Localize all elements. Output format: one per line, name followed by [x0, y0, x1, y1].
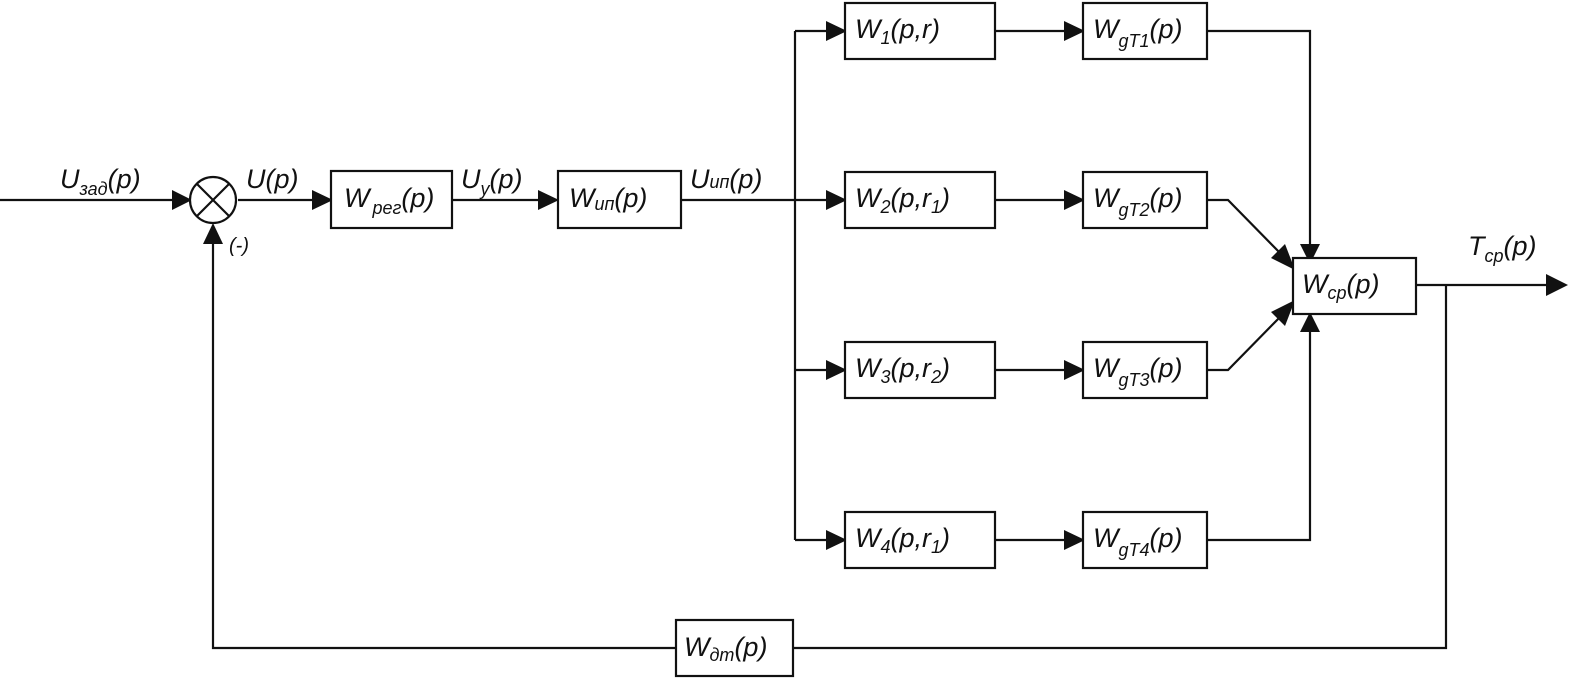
arrow-wg2 [1064, 190, 1085, 210]
wg1-block [1081, 1, 1209, 61]
error-signal-label: U(p) [246, 164, 299, 194]
arrow-error [312, 190, 333, 210]
merge-wire-1 [1207, 29, 1312, 250]
regulator-block [329, 169, 454, 230]
sensor-block [674, 618, 795, 678]
arrow-merge-1 [1300, 244, 1320, 264]
source-out-signal-label: Uип(p) [690, 164, 762, 194]
w1-block [843, 1, 997, 61]
output-signal-label: Tcp(p) [1468, 231, 1537, 266]
wg1-label: WgT1(p) [1093, 14, 1183, 51]
merge-wire-2 [1207, 198, 1284, 257]
arrow-merge-4 [1300, 312, 1320, 332]
feedback-sign-label: (-) [229, 235, 249, 257]
arrow-w2 [826, 190, 847, 210]
w3-block [843, 340, 997, 400]
wg2-label: WgT2(p) [1093, 183, 1183, 220]
arrow-w3 [826, 360, 847, 380]
w4-block [843, 510, 997, 570]
mix-label: Wcp(p) [1302, 269, 1380, 303]
arrow-wg1 [1064, 21, 1085, 41]
arrow-output [1546, 274, 1568, 296]
arrow-w4 [826, 530, 847, 550]
source-block [556, 169, 683, 230]
arrow-merge-3 [1271, 300, 1295, 326]
w2-block [843, 170, 997, 230]
arrow-input [172, 190, 192, 210]
wg4-label: WgT4(p) [1093, 523, 1183, 560]
control-signal-label: Uy(p) [461, 164, 523, 199]
source-label: Wип(p) [569, 183, 647, 214]
merge-wire-4 [1207, 326, 1312, 542]
input-signal-label: Uзад(p) [60, 164, 141, 199]
arrow-merge-2 [1271, 244, 1295, 270]
arrow-w1 [826, 21, 847, 41]
feedback-wire [793, 285, 1448, 650]
arrow-feedback [203, 223, 223, 244]
w1-label: W1(p,r) [855, 14, 940, 48]
feedback-wire-2 [211, 240, 676, 650]
wg2-block [1081, 170, 1209, 230]
wg3-label: WgT3(p) [1093, 353, 1183, 390]
w2-label: W2(p,r1) [855, 183, 950, 217]
mix-block [1291, 256, 1418, 316]
arrow-control [538, 190, 559, 210]
w4-label: W4(p,r1) [855, 523, 950, 557]
arrow-wg4 [1064, 530, 1085, 550]
w3-label: W3(p,r2) [855, 353, 950, 387]
merge-wire-3 [1207, 313, 1284, 372]
wg4-block [1081, 510, 1209, 570]
sensor-label: Wдт(p) [684, 632, 767, 665]
wg3-block [1081, 340, 1209, 400]
summing-junction [188, 175, 238, 225]
arrow-wg3 [1064, 360, 1085, 380]
